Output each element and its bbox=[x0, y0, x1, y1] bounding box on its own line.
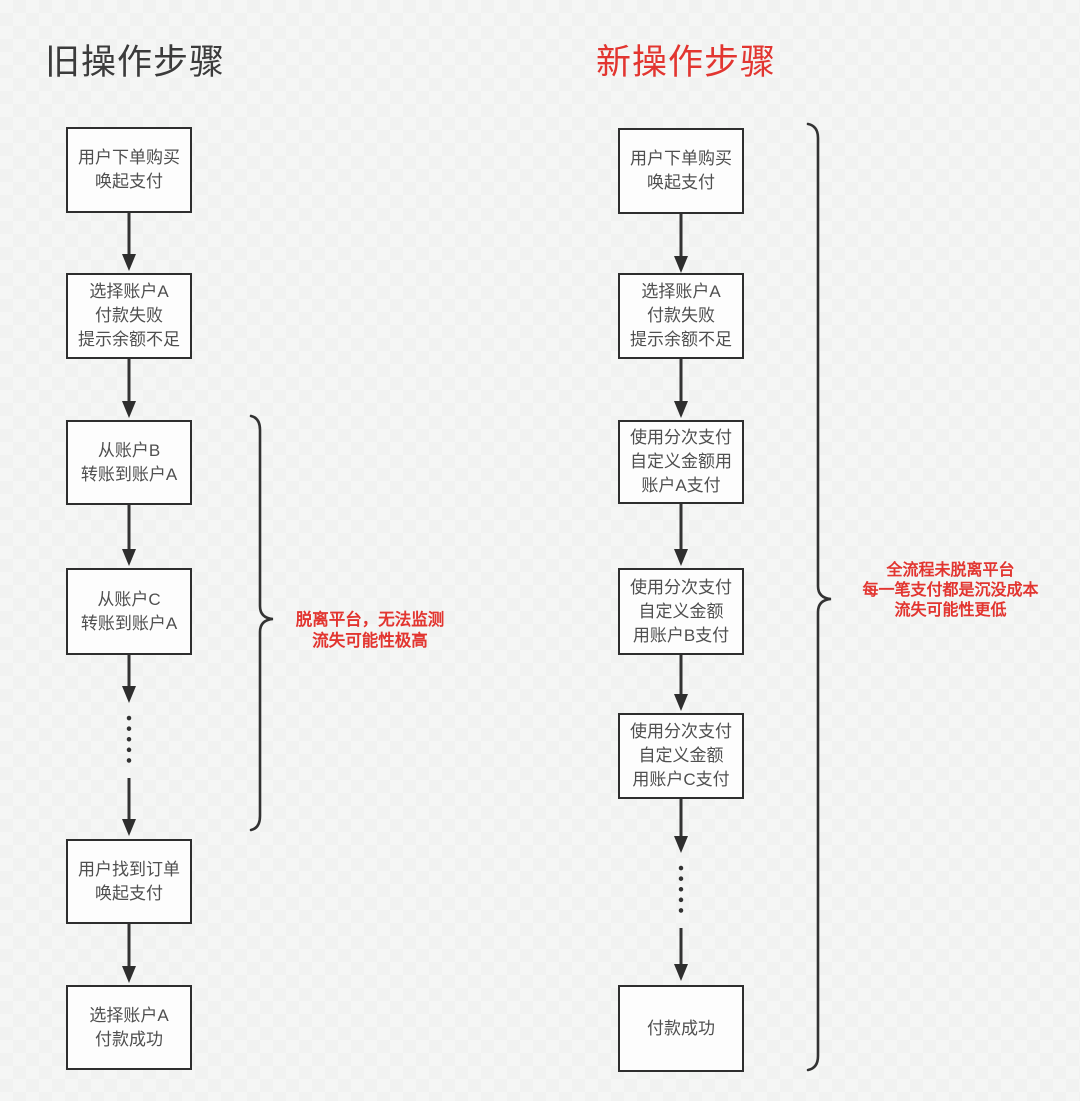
brace-right bbox=[806, 122, 832, 1072]
flow-step-box: 使用分次支付 自定义金额 用账户B支付 bbox=[618, 568, 744, 655]
arrow-down-icon bbox=[674, 694, 688, 711]
arrow-down-icon bbox=[674, 836, 688, 853]
arrow-down-icon bbox=[674, 964, 688, 981]
flow-step-box: 用户找到订单 唤起支付 bbox=[66, 839, 192, 924]
arrow-down-icon bbox=[122, 401, 136, 418]
brace-left bbox=[249, 414, 274, 832]
arrow-down-icon bbox=[122, 549, 136, 566]
left-flow-arrows bbox=[122, 213, 136, 983]
arrow-down-icon bbox=[122, 819, 136, 836]
flow-step-box: 用户下单购买 唤起支付 bbox=[618, 128, 744, 214]
old-flow-risk-annotation: 脱离平台，无法监测 流失可能性极高 bbox=[295, 611, 445, 650]
arrow-down-icon bbox=[122, 966, 136, 983]
flow-step-box: 用户下单购买 唤起支付 bbox=[66, 127, 192, 213]
arrow-down-icon bbox=[674, 549, 688, 566]
arrow-down-icon bbox=[674, 401, 688, 418]
old-steps-title: 旧操作步骤 bbox=[45, 43, 226, 82]
arrow-down-icon bbox=[122, 686, 136, 703]
arrow-down-icon bbox=[674, 256, 688, 273]
flow-step-box: 选择账户A 付款失败 提示余额不足 bbox=[66, 273, 192, 359]
flow-step-box: 选择账户A 付款失败 提示余额不足 bbox=[618, 273, 744, 359]
right-flow-arrows bbox=[674, 214, 688, 981]
flow-step-box: 从账户B 转账到账户A bbox=[66, 420, 192, 505]
flow-step-box: 付款成功 bbox=[618, 985, 744, 1072]
flow-step-box: 选择账户A 付款成功 bbox=[66, 985, 192, 1070]
flow-step-box: 从账户C 转账到账户A bbox=[66, 568, 192, 655]
flow-step-box: 使用分次支付 自定义金额用 账户A支付 bbox=[618, 420, 744, 504]
flow-step-box: 使用分次支付 自定义金额 用账户C支付 bbox=[618, 713, 744, 799]
new-flow-benefit-annotation: 全流程未脱离平台 每一笔支付都是沉没成本 流失可能性更低 bbox=[862, 562, 1039, 619]
arrow-down-icon bbox=[122, 254, 136, 271]
new-steps-title: 新操作步骤 bbox=[596, 43, 777, 82]
